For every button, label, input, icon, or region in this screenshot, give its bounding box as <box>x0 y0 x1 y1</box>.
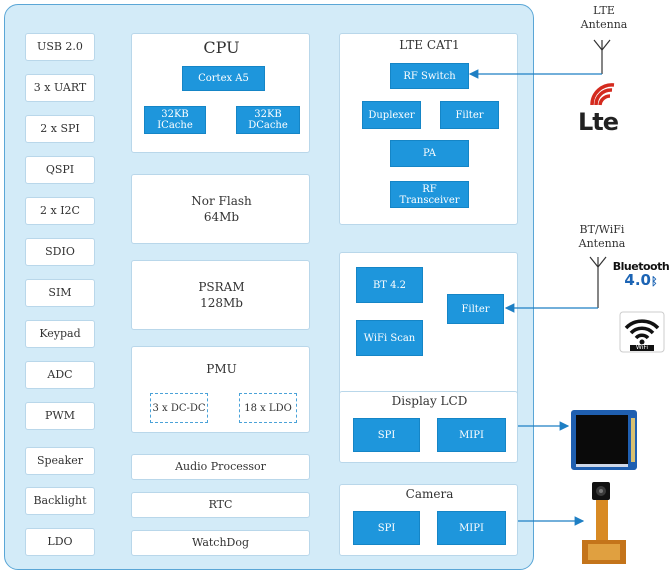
interface-3-x-uart: 3 x UART <box>25 74 95 102</box>
interface-sdio: SDIO <box>25 238 95 266</box>
lte-antenna-icon <box>593 39 611 74</box>
watchdog-block: WatchDog <box>131 530 310 556</box>
bluetooth-rune-icon: ᛒ <box>650 275 658 288</box>
cpu-title: CPU <box>203 38 240 57</box>
lte-antenna-line2: Antenna <box>580 17 628 31</box>
bt-antenna-line2: Antenna <box>578 236 626 250</box>
lte-filter-chip: Filter <box>440 101 499 129</box>
interface-2-x-spi: 2 x SPI <box>25 115 95 143</box>
camera-module-image <box>582 482 626 564</box>
interface-ldo: LDO <box>25 528 95 556</box>
interface-adc: ADC <box>25 361 95 389</box>
dcdc-block: 3 x DC-DC <box>150 393 208 423</box>
bluetooth-version: 4.0ᛒ <box>612 273 670 288</box>
interface-qspi: QSPI <box>25 156 95 184</box>
camera-title: Camera <box>405 487 454 501</box>
camera-block: Camera SPI MIPI <box>339 484 518 556</box>
lte-cat1-block: LTE CAT1 RF Switch Duplexer Filter PA RF… <box>339 33 518 225</box>
display-lcd-block: Display LCD SPI MIPI <box>339 391 518 463</box>
display-spi-chip: SPI <box>353 418 420 452</box>
rf-switch-chip: RF Switch <box>390 63 469 89</box>
interface-2-x-i2c: 2 x I2C <box>25 197 95 225</box>
lte-title: LTE CAT1 <box>399 38 460 52</box>
interface-speaker: Speaker <box>25 447 95 475</box>
pa-chip: PA <box>390 140 469 167</box>
bt-antenna-label: BT/WiFi Antenna <box>562 223 642 251</box>
lte-logo-text: Lte <box>578 108 619 136</box>
dcache-chip: 32KB DCache <box>236 106 300 134</box>
nor-flash-name: Nor Flash <box>191 193 252 208</box>
camera-mipi-chip: MIPI <box>437 511 506 545</box>
interface-sim: SIM <box>25 279 95 307</box>
psram-block: PSRAM 128Mb <box>131 260 310 330</box>
audio-processor-block: Audio Processor <box>131 454 310 480</box>
camera-spi-chip: SPI <box>353 511 420 545</box>
display-title: Display LCD <box>391 394 468 408</box>
bt-antenna-icon <box>589 256 607 308</box>
nor-flash-size: 64Mb <box>203 209 240 224</box>
icache-chip: 32KB ICache <box>144 106 206 134</box>
interface-pwm: PWM <box>25 402 95 430</box>
display-mipi-chip: MIPI <box>437 418 506 452</box>
nor-flash-block: Nor Flash 64Mb <box>131 174 310 244</box>
lte-antenna-label: LTE Antenna <box>566 4 642 32</box>
psram-size: 128Mb <box>200 295 243 310</box>
interface-keypad: Keypad <box>25 320 95 348</box>
bt-wifi-block: BT 4.2 WiFi Scan Filter <box>339 252 518 410</box>
cpu-block: CPU Cortex A5 32KB ICache 32KB DCache <box>131 33 310 153</box>
duplexer-chip: Duplexer <box>362 101 421 129</box>
bt-filter-chip: Filter <box>447 294 504 324</box>
wifi-scan-chip: WiFi Scan <box>356 320 423 356</box>
psram-name: PSRAM <box>198 279 245 294</box>
bluetooth-logo: Bluetooth 4.0ᛒ <box>612 260 670 288</box>
wifi-logo-icon <box>619 311 665 353</box>
rf-transceiver-chip: RF Transceiver <box>390 181 469 208</box>
interface-usb-2-0: USB 2.0 <box>25 33 95 61</box>
bt42-chip: BT 4.2 <box>356 267 423 303</box>
interface-backlight: Backlight <box>25 487 95 515</box>
pmu-block: PMU 3 x DC-DC 18 x LDO <box>131 346 310 433</box>
lte-antenna-line1: LTE <box>593 4 615 17</box>
wifi-logo-text: WiFi <box>635 344 649 351</box>
lte-signal-icon <box>590 83 615 106</box>
bt-antenna-line1: BT/WiFi <box>579 223 625 236</box>
bluetooth-logo-text: Bluetooth <box>612 260 670 273</box>
lcd-module-image <box>571 410 637 470</box>
bluetooth-version-text: 4.0 <box>624 271 651 289</box>
cortex-a5-chip: Cortex A5 <box>182 66 265 91</box>
pmu-title: PMU <box>206 361 237 376</box>
ldo-block: 18 x LDO <box>239 393 297 423</box>
rtc-block: RTC <box>131 492 310 518</box>
